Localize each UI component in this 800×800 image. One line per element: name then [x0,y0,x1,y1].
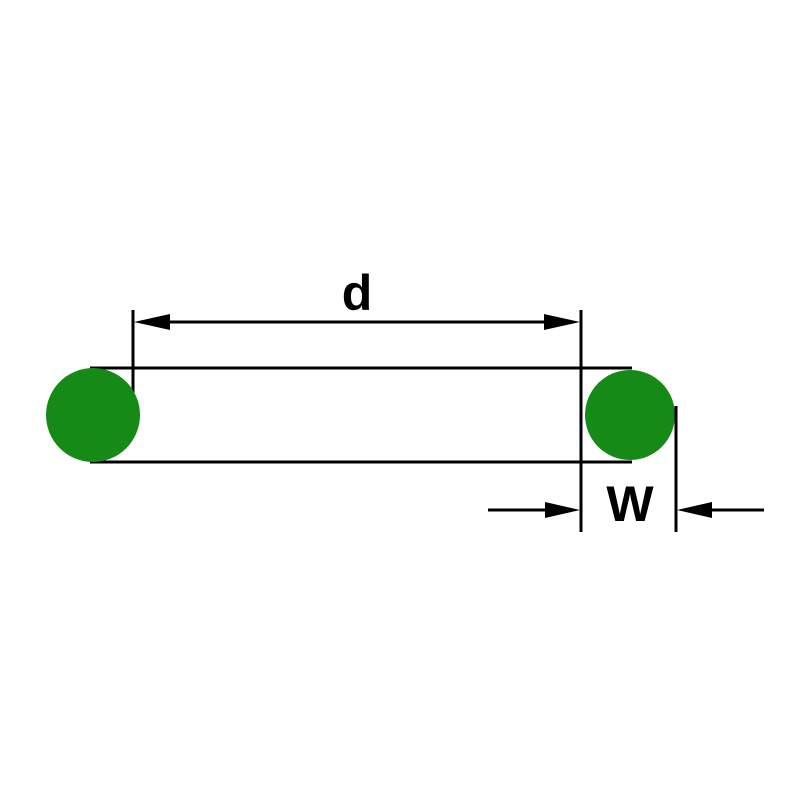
inner-diameter-label: d [342,265,373,321]
width-arrow-pointing-right-icon [545,502,580,518]
width-arrow-pointing-left-icon [677,502,712,518]
dimension-arrow-left-icon [134,314,170,330]
dimension-arrow-right-icon [544,314,580,330]
o-ring-section-left [46,368,140,462]
width-label: W [606,476,654,532]
o-ring-section-right [585,370,675,460]
